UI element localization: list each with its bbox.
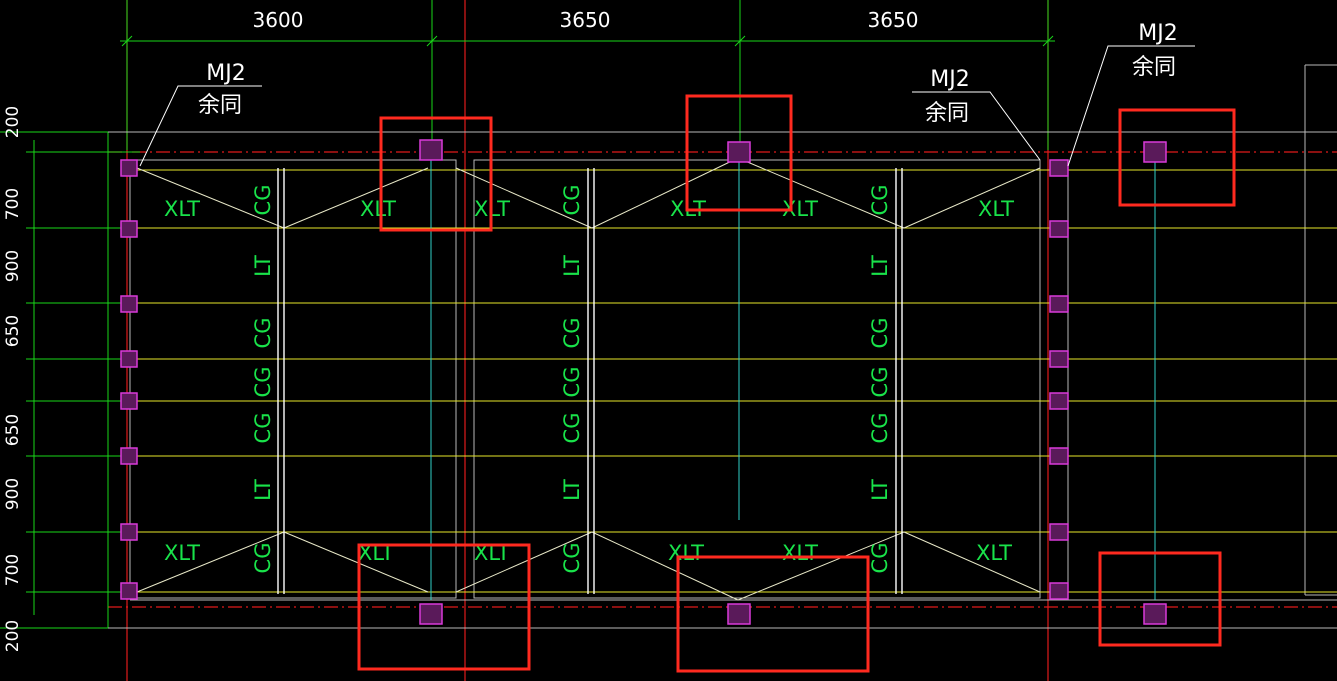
left-dim-7: 700	[3, 554, 23, 586]
xlt-label: XLT	[976, 541, 1012, 565]
cg-label: CG	[560, 543, 584, 574]
purlins	[130, 169, 1337, 593]
left-dim-5: 650	[3, 414, 23, 446]
highlight-box	[379, 116, 493, 232]
cg-label: CG	[560, 367, 584, 398]
cg-label: CG	[560, 413, 584, 444]
left-dim-4: 650	[3, 315, 23, 347]
cg-label: CG	[560, 318, 584, 349]
highlight-box	[1118, 108, 1236, 207]
callout-leaders	[139, 45, 1195, 167]
xlt-label: XLT	[978, 197, 1014, 221]
top-dimensions: 3600 3650 3650	[253, 8, 919, 32]
callout-2-tag: MJ2	[930, 67, 969, 92]
left-dimensions: 200 700 900 650 650 900 700 200	[3, 106, 23, 652]
cg-label: CG	[251, 318, 275, 349]
highlight-boxes	[357, 94, 1236, 673]
axis-grid	[108, 0, 1337, 681]
cg-label: CG	[868, 413, 892, 444]
highlight-box	[1098, 551, 1222, 647]
left-dim-6: 900	[3, 478, 23, 510]
left-dim-1: 200	[3, 106, 23, 138]
xlt-label: XLT	[164, 197, 200, 221]
cg-label: CG	[560, 185, 584, 216]
xlt-labels: XLT XLT XLT XLT XLT XLT XLT XLT XLT XLT …	[164, 197, 1014, 565]
lt-label: LT	[868, 255, 892, 277]
highlight-box	[685, 94, 793, 212]
xlt-label: XLT	[782, 541, 818, 565]
cg-label: CG	[251, 367, 275, 398]
callout-3-tag: MJ2	[1138, 21, 1177, 46]
callouts: MJ2 余同 MJ2 余同 MJ2 余同	[198, 21, 1178, 126]
highlight-box	[357, 543, 531, 671]
left-dim-3: 900	[3, 250, 23, 282]
cg-label: CG	[868, 185, 892, 216]
callout-2-note: 余同	[925, 101, 969, 126]
cg-label: CG	[868, 318, 892, 349]
lt-label: LT	[560, 479, 584, 501]
vertical-labels: CG LT CG CG CG LT CG CG LT CG CG CG LT C…	[251, 185, 892, 574]
lt-label: LT	[868, 479, 892, 501]
callout-1-tag: MJ2	[206, 61, 245, 86]
embed-plates	[120, 139, 1167, 625]
cg-label: CG	[251, 185, 275, 216]
cg-label: CG	[868, 367, 892, 398]
left-dim-8: 200	[3, 620, 23, 652]
cyan-center-lines	[430, 160, 1156, 600]
lt-label: LT	[251, 255, 275, 277]
xlt-label: XLT	[360, 197, 396, 221]
highlight-box	[676, 555, 870, 673]
vertical-members	[277, 168, 903, 594]
top-dim-1: 3600	[253, 8, 304, 32]
left-dim-2: 700	[3, 188, 23, 220]
lt-label: LT	[560, 255, 584, 277]
top-dimension-lines	[120, 0, 1055, 150]
lt-label: LT	[251, 479, 275, 501]
top-dim-3: 3650	[868, 8, 919, 32]
xlt-label: XLT	[668, 541, 704, 565]
callout-1-note: 余同	[198, 93, 242, 118]
diagonal-braces	[136, 157, 1041, 601]
top-dim-2: 3650	[560, 8, 611, 32]
callout-3-note: 余同	[1132, 55, 1176, 80]
xlt-label: XLT	[164, 541, 200, 565]
cg-label: CG	[251, 543, 275, 574]
cg-label: CG	[251, 413, 275, 444]
cg-label: CG	[868, 543, 892, 574]
